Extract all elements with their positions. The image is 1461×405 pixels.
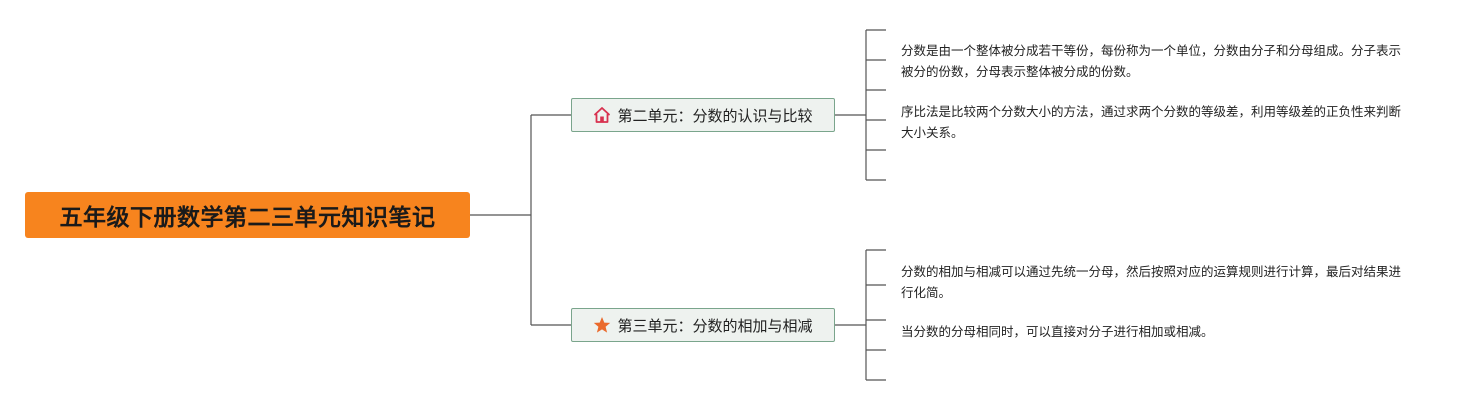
star-icon bbox=[593, 316, 611, 334]
root-topic[interactable]: 五年级下册数学第二三单元知识笔记 bbox=[25, 192, 470, 238]
branch-label: 第二单元：分数的认识与比较 bbox=[617, 106, 813, 125]
branch-label: 第三单元：分数的相加与相减 bbox=[617, 316, 813, 335]
branch-unit-2[interactable]: 第二单元：分数的认识与比较 bbox=[571, 98, 835, 132]
home-icon bbox=[593, 106, 611, 124]
note-same-denominator[interactable]: 当分数的分母相同时，可以直接对分子进行相加或相减。 bbox=[901, 324, 1214, 339]
branch-unit-3[interactable]: 第三单元：分数的相加与相减 bbox=[571, 308, 835, 342]
note-fraction-add-subtract[interactable]: 分数的相加与相减可以通过先统一分母，然后按照对应的运算规则进行计算，最后对结果进… bbox=[901, 264, 1402, 300]
note-fraction-definition[interactable]: 分数是由一个整体被分成若干等份，每份称为一个单位，分数由分子和分母组成。分子表示… bbox=[901, 43, 1402, 79]
root-title: 五年级下册数学第二三单元知识笔记 bbox=[59, 205, 436, 231]
note-fraction-comparison[interactable]: 序比法是比较两个分数大小的方法，通过求两个分数的等级差，利用等级差的正负性来判断… bbox=[901, 104, 1402, 140]
